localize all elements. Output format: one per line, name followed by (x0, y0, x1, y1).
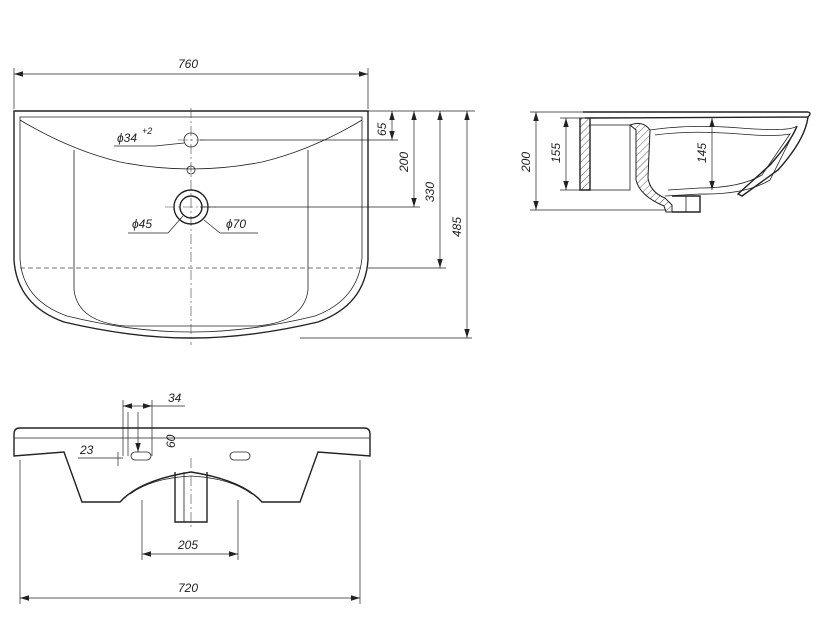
dim-65: 65 (375, 122, 389, 136)
front-dim-34: 34 (168, 391, 182, 405)
dim-760: 760 (178, 57, 198, 71)
side-dim-145: 145 (695, 143, 709, 163)
front-dim-720: 720 (178, 581, 198, 595)
front-view: 34 60 23 205 720 (13, 391, 371, 604)
label-faucet-hole-diameter: ϕ34 (117, 131, 137, 145)
dim-330: 330 (423, 182, 437, 202)
top-view: 760 65 200 330 485 ϕ45 ϕ70 ϕ34 +2 (13, 57, 475, 345)
front-dim-23: 23 (79, 443, 94, 457)
side-dim-155: 155 (549, 143, 563, 163)
label-drain-diameter: ϕ45 (132, 217, 152, 231)
front-dim-205: 205 (177, 538, 198, 552)
label-drain-outer-diameter: ϕ70 (226, 217, 246, 231)
side-dim-200: 200 (519, 152, 533, 173)
front-dim-60: 60 (164, 434, 178, 448)
side-view: 200 155 145 (519, 111, 811, 213)
label-faucet-hole-tolerance: +2 (142, 126, 152, 136)
dim-485: 485 (450, 217, 464, 237)
dim-200: 200 (397, 152, 411, 173)
